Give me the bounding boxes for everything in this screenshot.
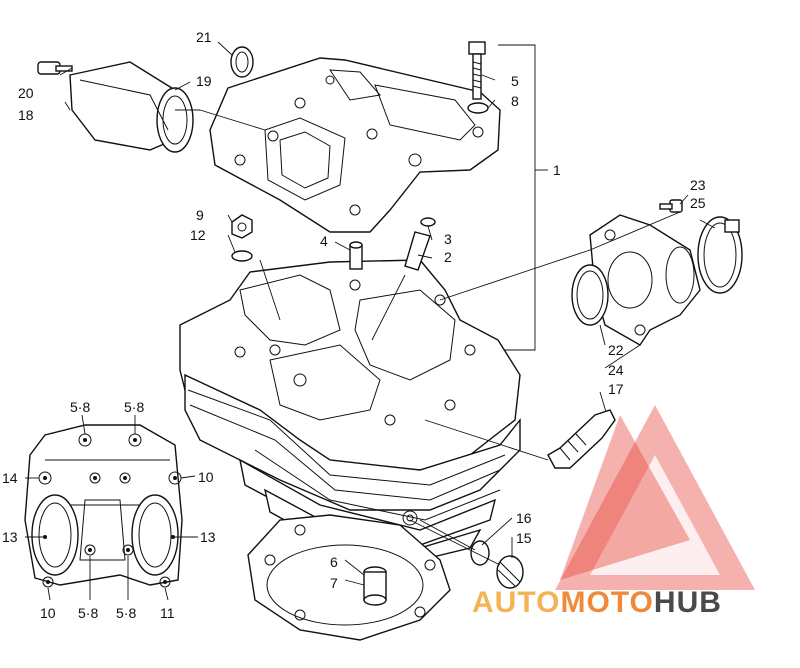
inset-callout-13-right: 13: [200, 529, 216, 545]
watermark-logo: [555, 405, 755, 590]
inset-callout-11: 11: [160, 605, 175, 621]
callout-22: 22: [608, 342, 624, 358]
callout-3: 3: [444, 231, 452, 247]
head-gasket: [247, 514, 451, 641]
inset-top-view: [24, 414, 198, 601]
callout-6: 6: [330, 554, 338, 570]
breather-cap: [37, 61, 194, 153]
hose-clamp: [697, 216, 743, 294]
valve-cover: [209, 57, 501, 233]
intake-boot: [589, 214, 701, 346]
callout-7: 7: [330, 575, 338, 591]
callout-25: 25: [690, 195, 706, 211]
watermark-text-hub: HUB: [654, 586, 722, 619]
washer-16: [470, 540, 490, 566]
watermark-text-auto: AUTO: [472, 586, 560, 619]
inset-callout-10-right: 10: [198, 469, 214, 485]
callout-19: 19: [196, 73, 212, 89]
callout-1-bracket: [498, 44, 536, 351]
o-ring-21: [230, 46, 254, 78]
inset-callout-5-8-top-left: 5·8: [70, 399, 90, 415]
inset-callout-14: 14: [2, 470, 18, 486]
callout-16: 16: [516, 510, 532, 526]
inset-callout-5-8-bottom-left: 5·8: [78, 605, 98, 621]
leader-lines: [59, 41, 716, 586]
inset-callout-13-left: 13: [2, 529, 18, 545]
plug-15: [496, 555, 524, 589]
callout-4: 4: [320, 233, 328, 249]
o-ring-22: [571, 264, 609, 326]
inset-callout-5-8-top-right: 5·8: [124, 399, 144, 415]
watermark-text: AUTOMOTOHUB: [472, 586, 722, 619]
dowel-pin: [363, 566, 387, 606]
callout-5: 5: [511, 73, 519, 89]
dowel-4: [349, 241, 363, 270]
screw-23: [659, 199, 683, 213]
inset-callout-5-8-bottom-right: 5·8: [116, 605, 136, 621]
callout-9: 9: [196, 207, 204, 223]
callout-2: 2: [444, 249, 452, 265]
nut-9: [231, 214, 253, 262]
tube-2: [404, 217, 436, 271]
callout-labels: 20 18 21 19 5 8 1 23 25 9 12 4 3 2 22 24…: [2, 29, 706, 621]
inset-callout-10-bottom: 10: [40, 605, 56, 621]
callout-8: 8: [511, 93, 519, 109]
spark-plug: [547, 409, 616, 469]
callout-20: 20: [18, 85, 34, 101]
callout-15: 15: [516, 530, 532, 546]
callout-17: 17: [608, 381, 624, 397]
watermark-text-moto: MOTO: [560, 586, 653, 619]
callout-24: 24: [608, 362, 624, 378]
callout-23: 23: [690, 177, 706, 193]
watermark-triangle-inner: [590, 455, 720, 575]
callout-12: 12: [190, 227, 206, 243]
callout-1: 1: [553, 162, 561, 178]
callout-21: 21: [196, 29, 212, 45]
watermark-m-stroke: [560, 415, 690, 580]
callout-18: 18: [18, 107, 34, 123]
bolt-5: [467, 41, 489, 114]
